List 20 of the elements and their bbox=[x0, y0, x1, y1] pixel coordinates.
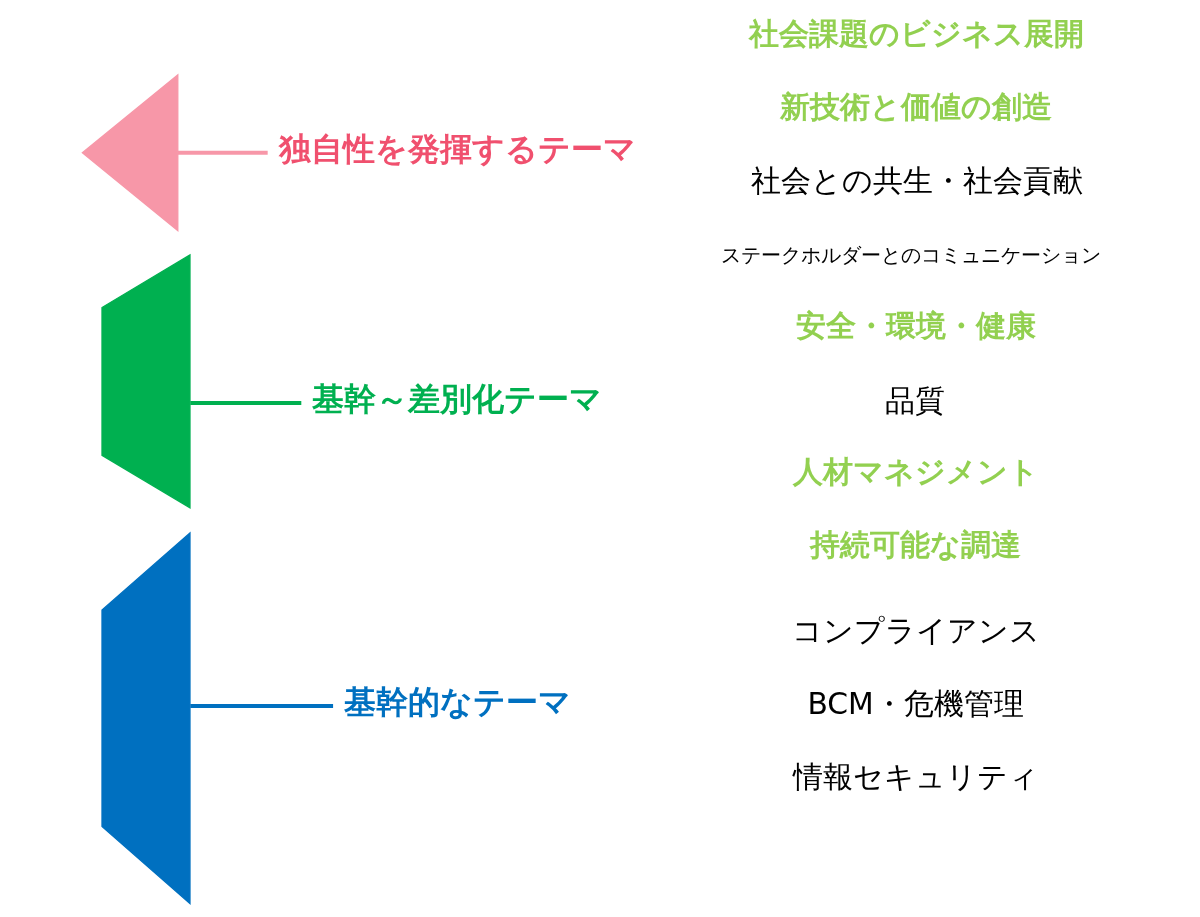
node-text: 基幹的なテーマ bbox=[343, 683, 571, 722]
node-triangle bbox=[80, 73, 178, 232]
node-trapezium bbox=[100, 253, 191, 510]
node-text: 独自性を発揮するテーマ bbox=[278, 129, 636, 168]
label: 社会との共生・社会貢献 bbox=[750, 163, 1083, 199]
connector bbox=[189, 401, 301, 406]
label: 品質 bbox=[884, 382, 945, 418]
connector bbox=[189, 704, 333, 709]
label: ステークホルダーとのコミュニケーション bbox=[720, 242, 1101, 267]
label: 社会課題のビジネス展開 bbox=[748, 16, 1084, 52]
label: 新技術と価値の創造 bbox=[779, 89, 1052, 125]
node-text: 基幹～差別化テーマ bbox=[311, 380, 602, 419]
label: 人材マネジメント bbox=[792, 454, 1039, 490]
label: BCM・危機管理 bbox=[806, 685, 1024, 721]
label: 持続可能な調達 bbox=[809, 527, 1021, 563]
label: 情報セキュリティ bbox=[792, 758, 1039, 794]
label: コンプライアンス bbox=[791, 612, 1040, 648]
node-trapezium bbox=[100, 531, 191, 906]
connector bbox=[177, 150, 268, 155]
label: 安全・環境・健康 bbox=[795, 308, 1036, 344]
